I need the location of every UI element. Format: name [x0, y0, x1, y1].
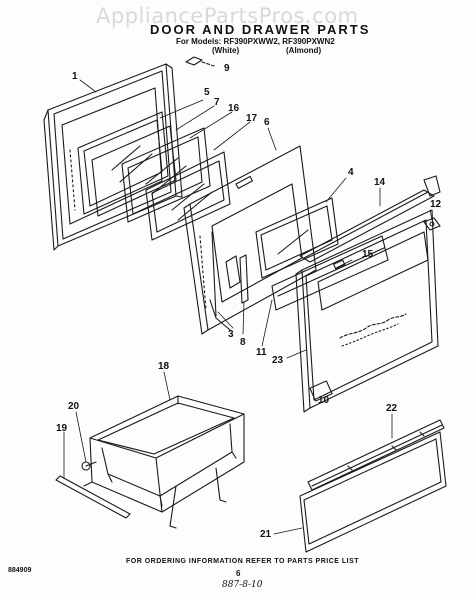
- callout-6: 6: [264, 117, 270, 128]
- models-line: For Models: RF390PXWW2, RF390PXWN2: [176, 37, 335, 46]
- callout-22: 22: [386, 403, 398, 414]
- part-23-outer-door-panel: [295, 209, 439, 413]
- color-almond-label: (Almond): [286, 46, 322, 55]
- callout-14: 14: [374, 177, 386, 188]
- document-number: 884909: [8, 567, 32, 574]
- part-8-hinge: [225, 254, 249, 304]
- page-title: DOOR AND DRAWER PARTS: [150, 22, 371, 37]
- part-3-trim: [209, 299, 231, 331]
- part-22-drawer-trim: [307, 419, 445, 491]
- part-19-rail: [55, 475, 131, 519]
- part-18-drawer: [83, 395, 245, 529]
- callout-9: 9: [224, 63, 230, 74]
- watermark: AppliancePartsPros.com: [96, 4, 359, 28]
- part-6-door-frame: [183, 145, 317, 335]
- part-20-roller: [81, 461, 97, 471]
- callout-12: 12: [430, 199, 442, 210]
- part-17-outer-glass: [145, 151, 231, 241]
- callout-17: 17: [246, 113, 258, 124]
- callout-20: 20: [68, 401, 80, 412]
- handwritten-note: 887-8-10: [222, 580, 263, 590]
- part-5-gasket-frame: [77, 111, 169, 215]
- callout-21: 21: [260, 529, 272, 540]
- part-9-clip: [185, 56, 215, 67]
- callout-11: 11: [256, 347, 267, 358]
- callout-5: 5: [204, 87, 210, 98]
- callout-19: 19: [56, 423, 68, 434]
- part-1-door-liner: [43, 63, 183, 251]
- callout-15: 15: [362, 249, 374, 260]
- part-4-window-glass: [255, 197, 339, 279]
- callout-3: 3: [228, 329, 234, 340]
- leader-lines: [63, 79, 433, 535]
- part-14-top-trim: [299, 175, 441, 263]
- color-white-label: (White): [212, 46, 240, 55]
- part-21-drawer-front: [299, 431, 447, 553]
- part-7-inner-glass: [91, 125, 177, 217]
- callout-1: 1: [72, 71, 78, 82]
- ordering-info-note: FOR ORDERING INFORMATION REFER TO PARTS …: [126, 558, 360, 565]
- callout-18: 18: [158, 361, 170, 372]
- part-16-glass-pack: [121, 127, 211, 223]
- callout-23: 23: [272, 355, 284, 366]
- callout-7: 7: [214, 97, 220, 108]
- callout-16: 16: [228, 103, 240, 114]
- callout-4: 4: [348, 167, 354, 178]
- callout-8: 8: [240, 337, 246, 348]
- page-number: 6: [236, 569, 241, 578]
- part-15-handle-channel: [271, 235, 389, 311]
- callout-10: 10: [318, 395, 330, 406]
